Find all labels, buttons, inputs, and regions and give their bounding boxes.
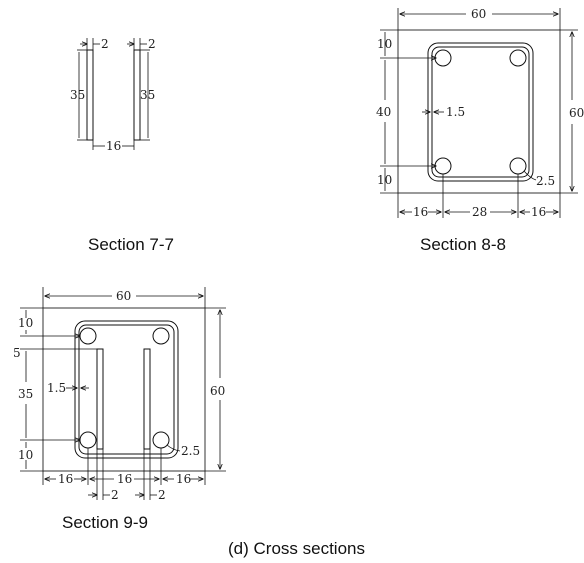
dim-text: 16 <box>117 472 132 486</box>
section-7-7: 2 2 35 35 16 Sectio <box>70 37 174 254</box>
left-plate <box>86 49 94 141</box>
stirrup-inner <box>78 324 175 455</box>
section-8-8: 60 60 10 40 10 1.5 <box>376 7 584 254</box>
right-height-dim: 35 <box>140 49 155 141</box>
left-plate <box>96 348 104 450</box>
rebar-top-right <box>509 49 527 67</box>
dim-text: 5 <box>13 346 21 360</box>
dim-text: 60 <box>569 106 584 120</box>
width-dim: 60 <box>42 287 206 308</box>
stirrup-dim: 1.5 <box>47 381 89 395</box>
dim-text: 10 <box>377 173 392 187</box>
dim-text: 35 <box>70 88 85 102</box>
section-caption: Section 8-8 <box>420 235 506 254</box>
dim-text: 2 <box>158 488 166 502</box>
plate-thickness-dims: 2 2 <box>88 449 166 502</box>
dim-text: 1.5 <box>446 105 465 119</box>
bottom-horizontal-dims: 16 16 16 <box>42 448 206 486</box>
dim-text: 2 <box>111 488 119 502</box>
dim-text: 35 <box>140 88 155 102</box>
dim-text: 60 <box>471 7 486 21</box>
right-plate <box>143 348 151 450</box>
height-dim: 60 <box>205 307 226 472</box>
dim-text: 16 <box>58 472 73 486</box>
dim-text: 10 <box>18 448 33 462</box>
dim-text: 2.5 <box>536 174 555 188</box>
right-thickness-dim: 2 <box>127 37 156 51</box>
spacing-dim: 16 <box>92 139 135 153</box>
stirrup-inner <box>431 46 530 178</box>
left-thickness-dim: 2 <box>80 37 109 51</box>
column-outline <box>397 29 561 194</box>
dim-text: 16 <box>176 472 191 486</box>
bottom-horizontal-dims: 16 28 16 <box>397 174 561 219</box>
rebar-top-right <box>152 327 170 345</box>
section-9-9: 60 60 10 5 35 10 <box>13 287 226 532</box>
dim-text: 60 <box>210 384 225 398</box>
dim-text: 10 <box>18 316 33 330</box>
stirrup-dim: 1.5 <box>422 105 465 119</box>
width-dim: 60 <box>397 7 561 30</box>
dim-text: 60 <box>116 289 131 303</box>
dim-text: 40 <box>376 105 391 119</box>
section-caption: Section 9-9 <box>62 513 148 532</box>
right-plate <box>133 49 141 141</box>
dim-text: 2 <box>101 37 109 51</box>
dim-text: 28 <box>472 205 487 219</box>
section-caption: Section 7-7 <box>88 235 174 254</box>
height-dim: 60 <box>560 29 584 194</box>
dim-text: 2.5 <box>181 444 200 458</box>
figure-caption: (d) Cross sections <box>228 539 365 558</box>
bar-leader: 2.5 <box>166 444 200 458</box>
dim-text: 2 <box>148 37 156 51</box>
bar-leader: 2.5 <box>523 170 555 188</box>
dim-text: 16 <box>413 205 428 219</box>
dim-text: 35 <box>18 387 33 401</box>
left-vertical-dims: 10 40 10 <box>376 29 436 194</box>
dim-text: 1.5 <box>47 381 66 395</box>
left-vertical-dims: 10 5 35 10 <box>13 307 97 472</box>
left-height-dim: 35 <box>70 49 87 141</box>
dim-text: 10 <box>377 37 392 51</box>
dim-text: 16 <box>531 205 546 219</box>
dim-text: 16 <box>106 139 121 153</box>
